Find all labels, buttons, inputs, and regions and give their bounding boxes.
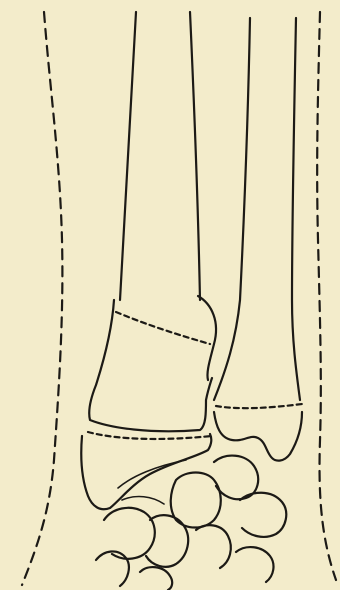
metatarsal-base-mid [140,567,172,590]
tibia-fracture-line [116,312,210,344]
tarsal-bone-right [196,525,231,568]
metatarsal-base-left [96,551,129,586]
soft-tissue-outline-right [317,12,336,580]
subtalar-arc [122,497,164,504]
tibia-left-cortex [120,12,136,300]
navicular-outline [214,456,258,500]
distal-tibia-outline [89,300,212,431]
soft-tissue-outline-left [22,12,62,585]
cuboid-outline [240,493,286,537]
fibula-right-cortex [292,18,300,400]
tibial-articular-line [88,432,212,439]
tibia-right-cortex [190,12,200,300]
fibula-distal-line [216,404,302,408]
fracture-callus-bulge [198,296,216,380]
fibula-left-cortex [214,18,250,400]
metatarsal-base-right [236,547,273,582]
lateral-malleolus [214,412,302,461]
